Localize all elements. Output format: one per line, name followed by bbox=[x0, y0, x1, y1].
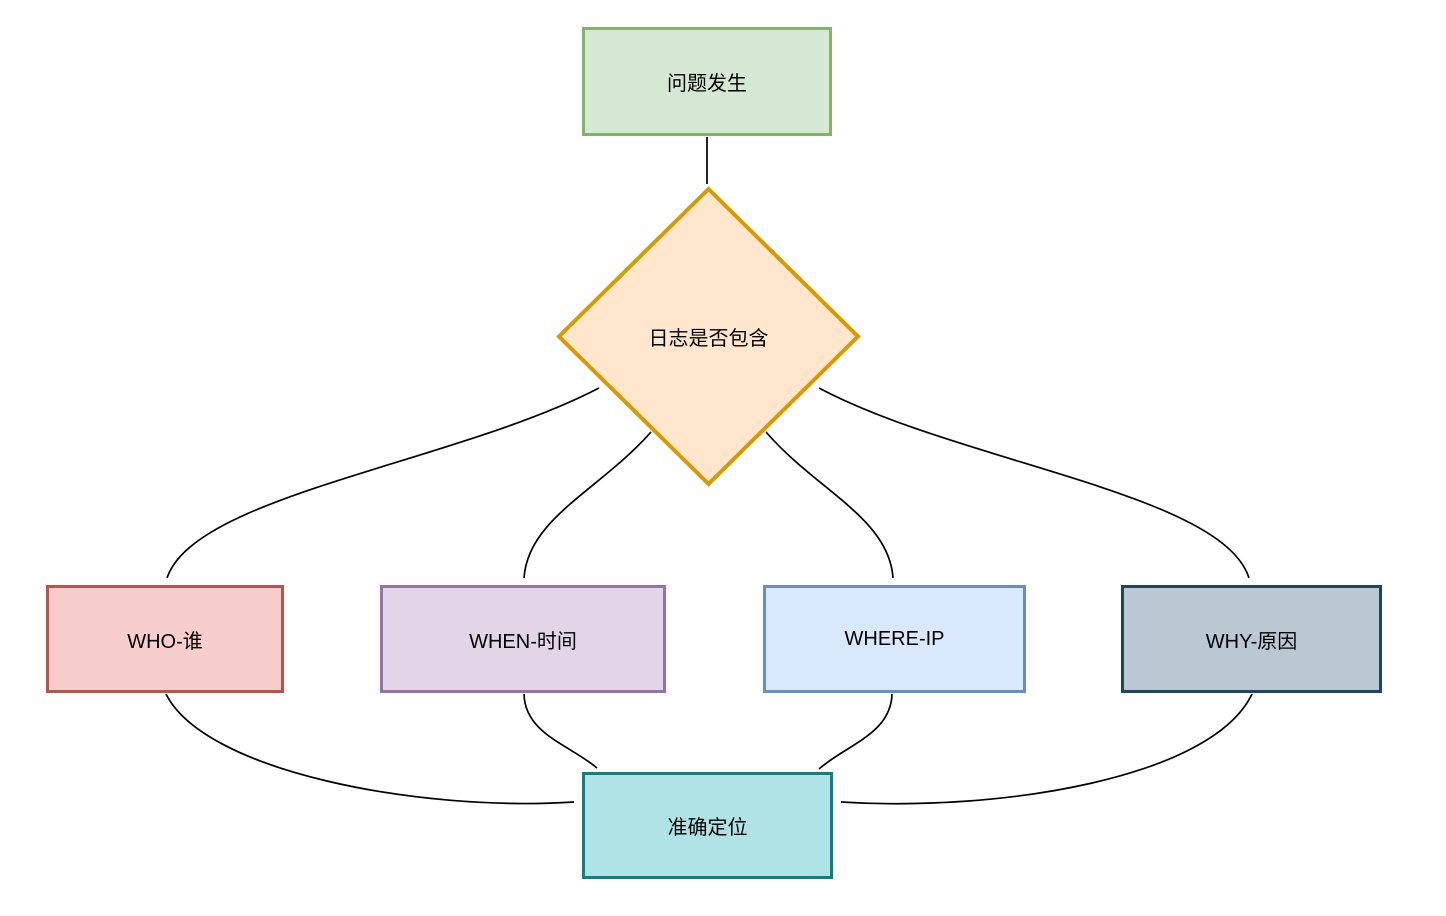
edge-decision-to-why bbox=[818, 387, 1250, 579]
decision-diamond-shape bbox=[556, 186, 861, 487]
edge-who-to-end bbox=[165, 693, 575, 805]
node-when-label: WHEN-时间 bbox=[469, 630, 577, 653]
edge-where-to-end bbox=[818, 693, 893, 770]
node-who: WHO-谁 bbox=[46, 585, 284, 693]
node-who-label: WHO-谁 bbox=[127, 630, 203, 653]
node-why: WHY-原因 bbox=[1121, 585, 1382, 693]
edge-decision-to-who bbox=[166, 387, 600, 579]
node-start-label: 问题发生 bbox=[667, 73, 747, 95]
node-where: WHERE-IP bbox=[763, 585, 1026, 693]
edge-why-to-end bbox=[840, 693, 1253, 805]
node-why-label: WHY-原因 bbox=[1205, 630, 1298, 653]
edge-when-to-end bbox=[523, 693, 598, 769]
node-where-label: WHERE-IP bbox=[844, 627, 945, 650]
node-end: 准确定位 bbox=[582, 772, 833, 879]
node-decision: 日志是否包含 bbox=[556, 186, 861, 487]
node-start: 问题发生 bbox=[582, 27, 832, 136]
node-end-label: 准确定位 bbox=[667, 817, 748, 839]
node-when: WHEN-时间 bbox=[380, 585, 666, 693]
node-decision-label: 日志是否包含 bbox=[648, 328, 769, 350]
